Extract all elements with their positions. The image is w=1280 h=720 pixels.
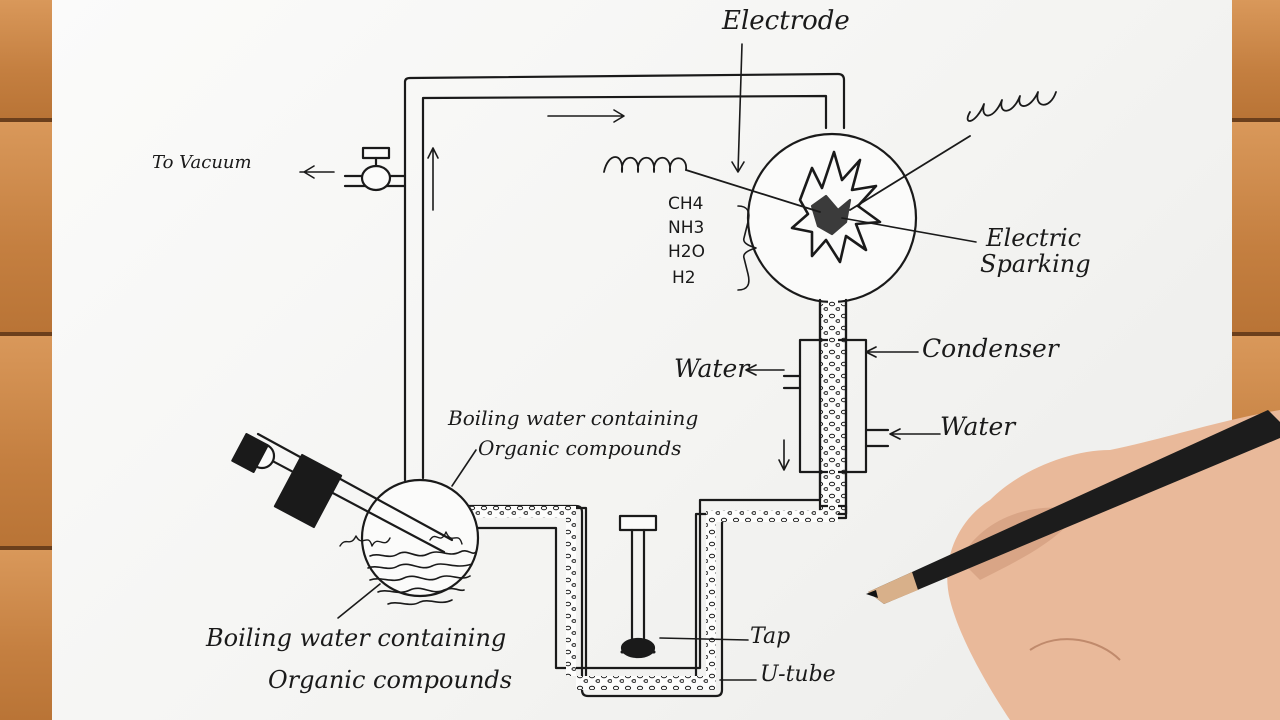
wood-background-left bbox=[0, 0, 52, 720]
tap-label: Tap bbox=[750, 624, 791, 649]
sparking-label: Sparking bbox=[980, 250, 1091, 278]
electrodes bbox=[603, 91, 1057, 213]
spark-chamber bbox=[746, 132, 918, 304]
gas-ch4: CH4 bbox=[668, 194, 704, 214]
to-vacuum-label: To Vacuum bbox=[152, 152, 252, 173]
gas-h2: H2 bbox=[672, 268, 696, 288]
vacuum-stopcock bbox=[343, 146, 407, 192]
gas-brace bbox=[737, 205, 757, 291]
boiling-upper-line1: Boiling water containing bbox=[448, 406, 699, 430]
electrode-label: Electrode bbox=[722, 6, 850, 36]
boiling-lower-line1: Boiling water containing bbox=[206, 624, 507, 652]
boiling-upper-line2: Organic compounds bbox=[478, 436, 682, 460]
water-out-label: Water bbox=[674, 354, 750, 383]
boiling-flask bbox=[339, 478, 480, 606]
tap bbox=[618, 514, 658, 659]
gas-nh3: NH3 bbox=[668, 218, 705, 238]
hand-with-pencil bbox=[866, 410, 1280, 720]
u-tube bbox=[464, 298, 848, 698]
water-in-label: Water bbox=[940, 412, 1016, 441]
gas-h2o: H2O bbox=[668, 242, 705, 262]
flow-arrows bbox=[427, 109, 790, 471]
label-pointers bbox=[299, 43, 977, 681]
gas-tube bbox=[403, 72, 846, 482]
u-tube-label: U-tube bbox=[760, 662, 836, 687]
electric-label: Electric bbox=[986, 224, 1082, 252]
boiling-lower-line2: Organic compounds bbox=[268, 666, 513, 694]
heating-rod bbox=[231, 432, 454, 554]
condenser-label: Condenser bbox=[922, 334, 1059, 363]
